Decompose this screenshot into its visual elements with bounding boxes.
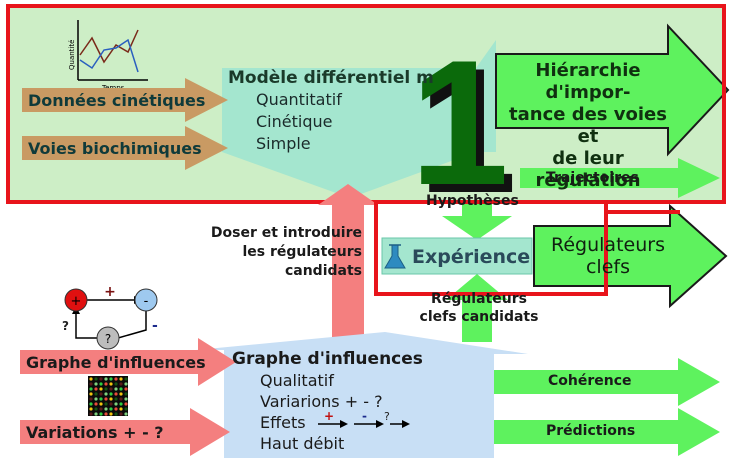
hypotheses-label: Hypothèses <box>426 193 519 209</box>
big-number: 1 <box>410 23 509 222</box>
variations-input-label: Variations + - ? <box>26 423 164 442</box>
bottom-model-item-variations: Variarions + - ? <box>260 392 383 411</box>
candidate-regulators-line-1: Régulateurs <box>431 291 527 307</box>
node-unknown-label: ? <box>105 332 111 346</box>
hierarchy-line-3: de leur régulation <box>535 148 641 191</box>
effect-sign-minus: - <box>362 409 367 423</box>
hierarchy-label: Hiérarchie d'impor- tance des voies et d… <box>498 60 678 192</box>
effect-sign-plus: + <box>324 409 334 423</box>
candidate-regulators-arrow <box>446 274 508 342</box>
graph-input-arrow <box>20 338 236 386</box>
coherence-label: Cohérence <box>548 373 632 389</box>
key-regulators-line-1: Régulateurs <box>551 234 665 256</box>
key-regulators-line-2: clefs <box>585 256 630 278</box>
node-plus-label: + <box>71 294 82 309</box>
dose-line-3: candidats <box>284 263 362 279</box>
node-plus <box>64 288 88 312</box>
effect-sign-unknown: ? <box>384 410 390 423</box>
candidate-regulators-label: Régulateurs clefs candidats <box>404 290 554 326</box>
node-minus-label: - <box>144 294 149 309</box>
top-model-shape <box>222 40 496 198</box>
top-model-item-simple: Simple <box>256 134 311 153</box>
bottom-model-item-qualitative: Qualitatif <box>260 371 334 390</box>
red-frame-bottom <box>374 200 608 296</box>
chart-line-blue <box>79 38 139 73</box>
kinetic-data-label: Données cinétiques <box>28 91 206 110</box>
hierarchy-arrow <box>495 23 730 157</box>
pathways-label: Voies biochimiques <box>28 139 202 158</box>
node-unknown <box>96 326 120 350</box>
influence-graph: + - ? + - ? <box>62 284 158 350</box>
candidate-regulators-line-2: clefs candidats <box>419 309 539 325</box>
pathways-arrow <box>22 126 228 170</box>
variations-input-arrow <box>20 408 230 456</box>
edge-plus-label: + <box>104 284 116 300</box>
graph-input-label: Graphe d'influences <box>26 353 206 372</box>
edge-unknown-label: ? <box>62 319 69 333</box>
bottom-model-title: Graphe d'influences <box>232 349 423 369</box>
key-regulators-label: Régulateurs clefs <box>538 234 678 278</box>
trajectories-arrow <box>520 158 720 198</box>
flask-icon <box>384 244 406 269</box>
edge-minus-label: - <box>152 318 158 334</box>
top-model-item-kinetic: Cinétique <box>256 112 333 131</box>
kinetic-data-arrow <box>22 78 228 122</box>
predictions-arrow <box>494 408 720 456</box>
predictions-label: Prédictions <box>546 423 636 439</box>
dose-label: Doser et introduire les régulateurs cand… <box>186 224 362 281</box>
experience-label: Expérience <box>412 246 531 268</box>
experience-box <box>381 237 533 275</box>
effect-arrows: + - ? <box>318 409 410 428</box>
trajectories-label: Trajectoires <box>546 170 639 186</box>
node-minus <box>134 288 158 312</box>
bottom-model-item-high-throughput: Haut débit <box>260 434 345 453</box>
top-model-item-quantitative: Quantitatif <box>256 90 342 109</box>
dose-line-2: les régulateurs <box>242 244 362 260</box>
top-model-title: Modèle différentiel m <box>228 68 434 88</box>
coherence-arrow <box>494 358 720 406</box>
hierarchy-line-1: Hiérarchie d'impor- <box>535 60 641 103</box>
key-regulators-arrow <box>533 203 728 309</box>
dose-arrow <box>318 184 378 342</box>
hierarchy-line-2: tance des voies et <box>509 104 667 147</box>
chart-line-dark <box>79 29 139 64</box>
bottom-model-shape <box>196 332 528 458</box>
chart-ylabel: Quantité <box>68 40 76 70</box>
bottom-model-item-effects: Effets <box>260 413 306 432</box>
microarray-image <box>88 376 128 416</box>
dose-line-1: Doser et introduire <box>210 225 362 241</box>
hypotheses-arrow <box>442 200 512 240</box>
